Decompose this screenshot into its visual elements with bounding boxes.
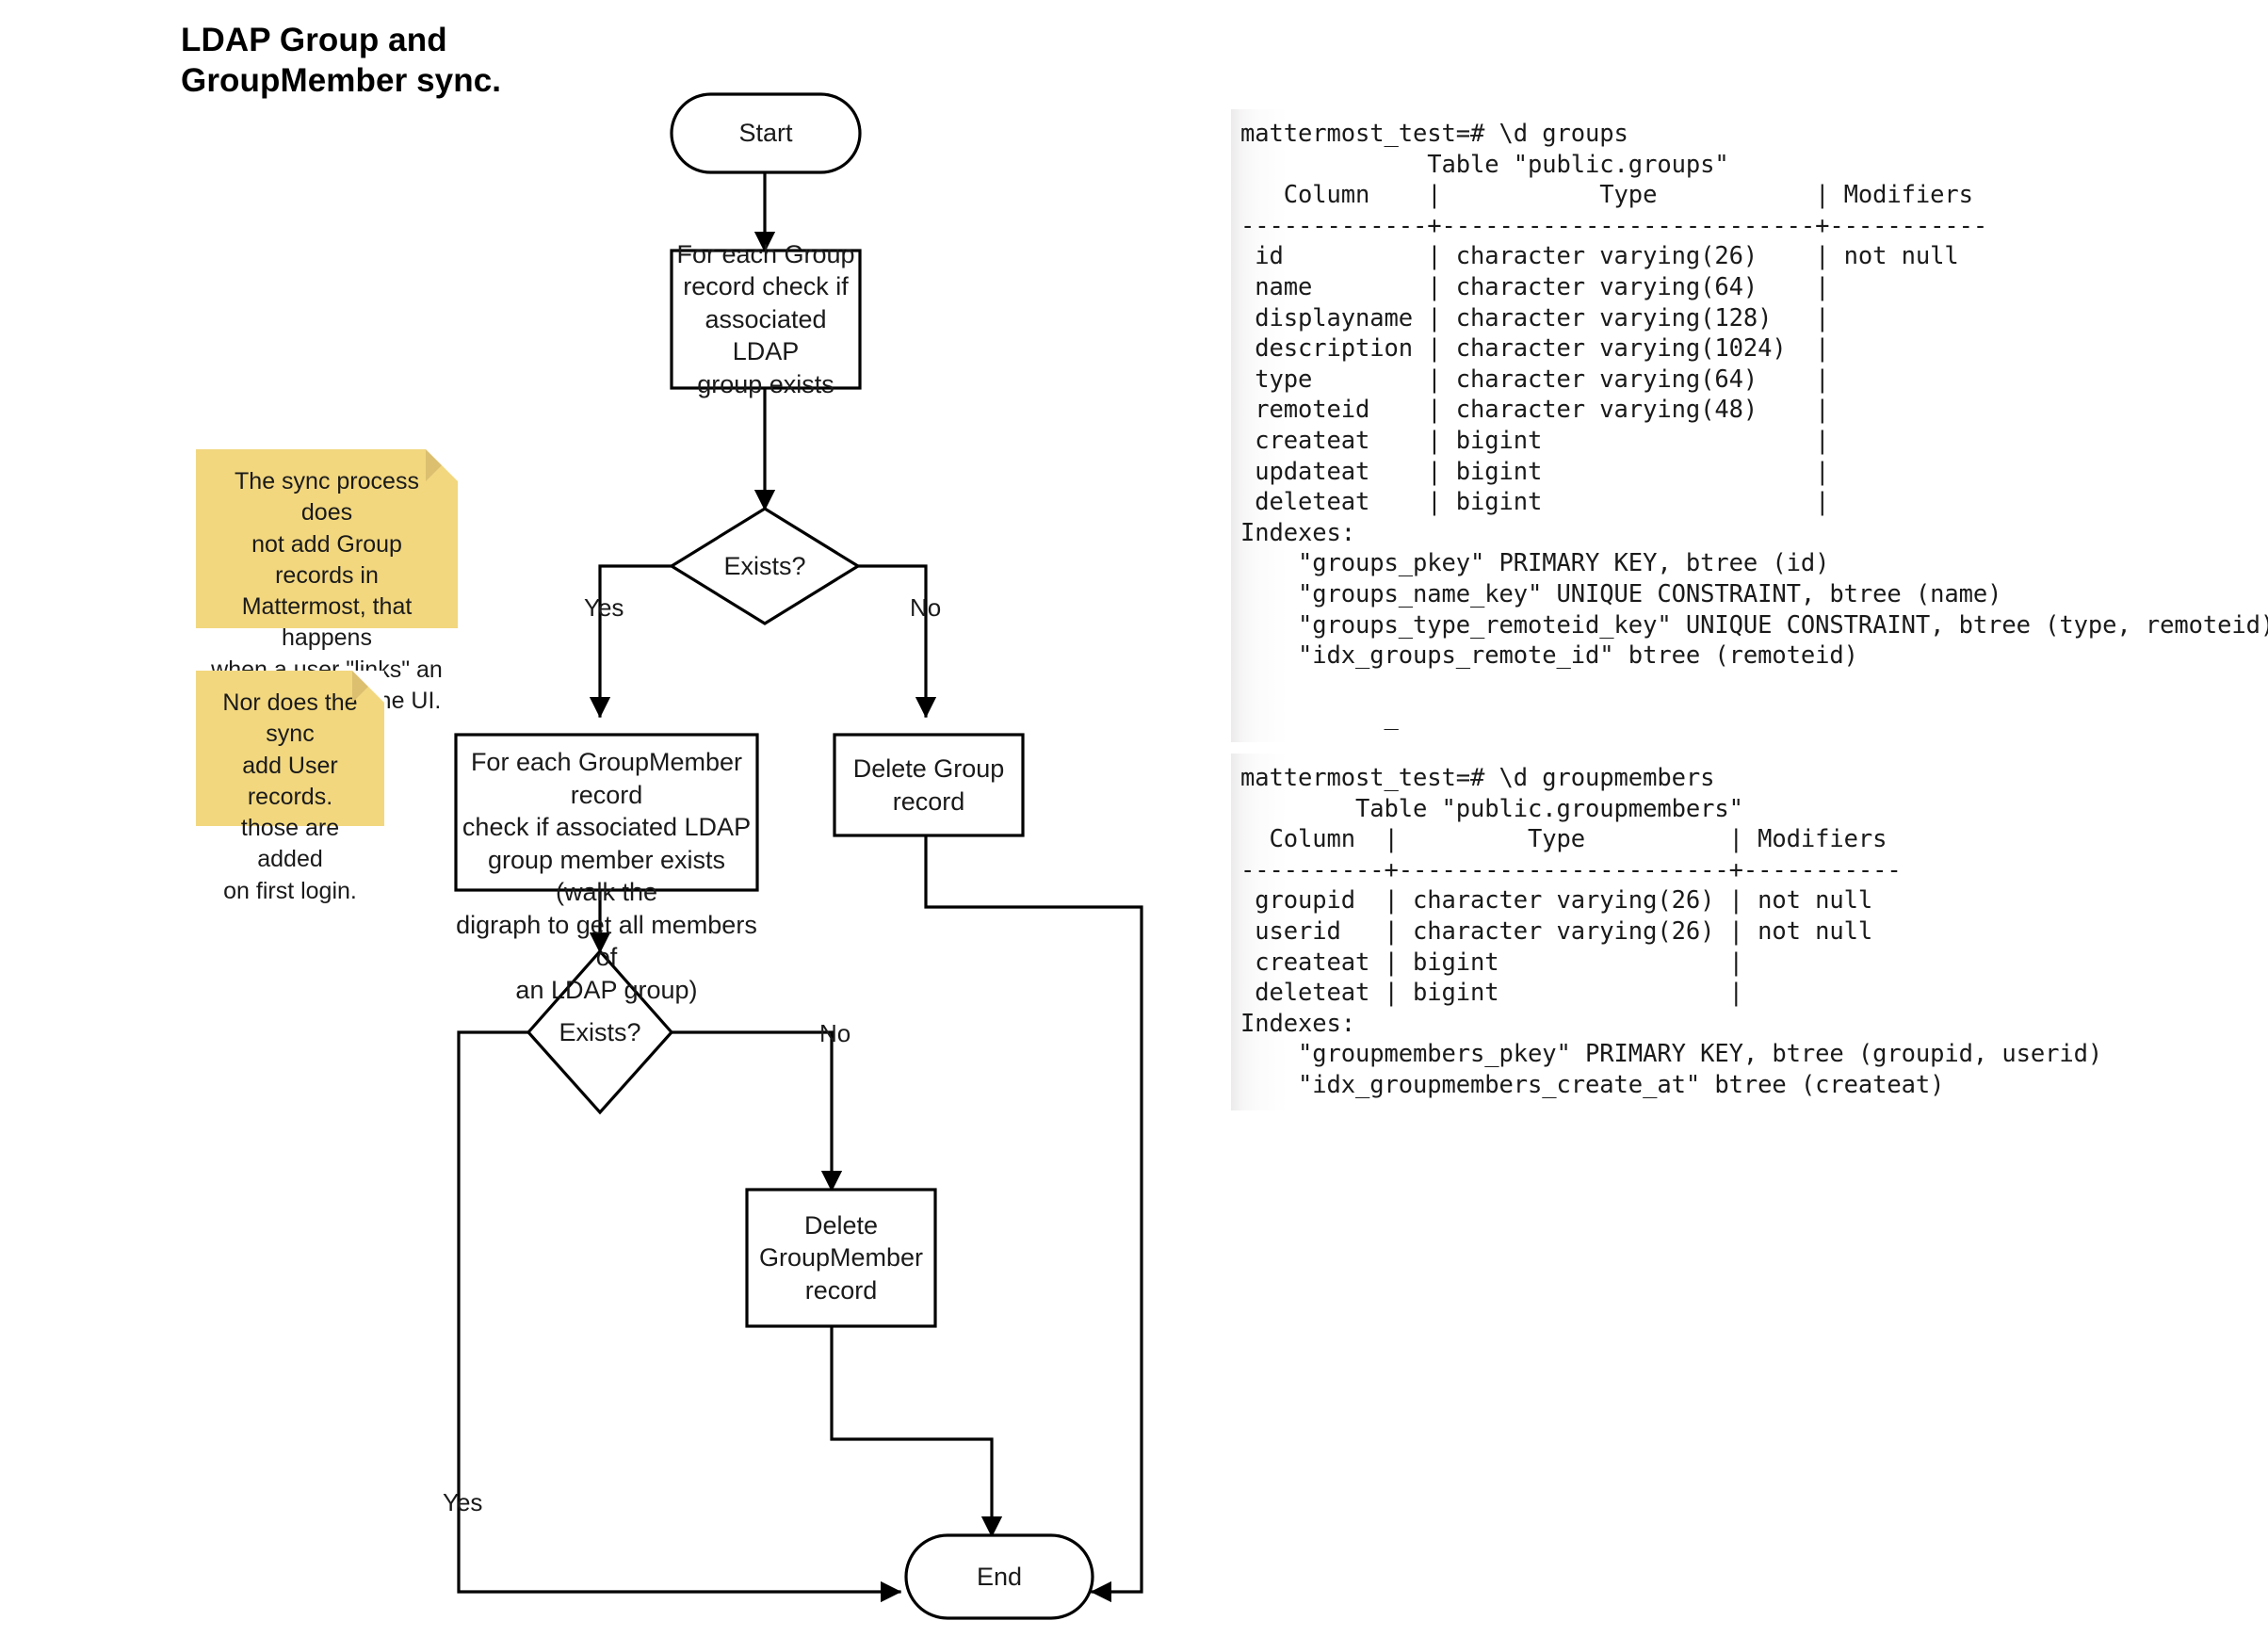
sticky-note-group-records: The sync process does not add Group reco… [196,449,458,714]
terminal-groupmembers-table: mattermost_test=# \d groupmembers Table … [1231,754,2229,1110]
sticky-fold-cut-icon [352,671,384,703]
node-exists2-shape [526,948,674,1115]
edge-label-exists1-yes: Yes [584,593,624,622]
node-start-shape [670,92,862,174]
sticky-fold-cut-icon [426,449,458,481]
edge-label-exists2-no: No [819,1019,851,1047]
node-group-check-shape [670,249,862,390]
sticky-note-user-records: Nor does the sync add User records. thos… [196,671,384,904]
node-delete-groupmember-shape [745,1188,937,1328]
node-exists1-shape [668,507,862,625]
terminal-groups-table: mattermost_test=# \d groups Table "publi… [1231,109,2268,742]
sticky-note-text: Nor does the sync add User records. thos… [222,689,358,904]
page-title: LDAP Group and GroupMember sync. [181,22,502,99]
node-groupmember-check-shape [454,733,759,892]
edge-label-exists1-no: No [910,593,942,622]
node-end-shape [904,1533,1094,1620]
node-delete-group-shape [833,733,1025,837]
edge-label-exists2-yes: Yes [443,1488,483,1516]
